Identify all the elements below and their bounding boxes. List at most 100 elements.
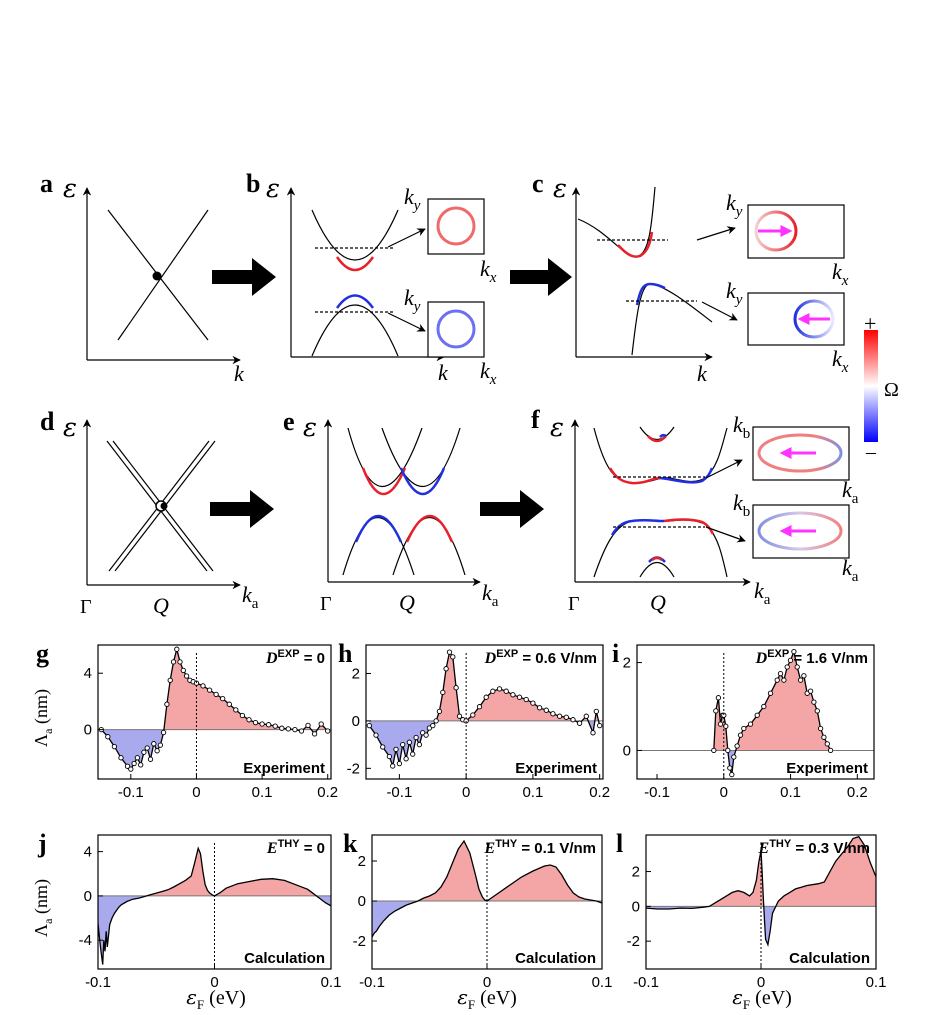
- chart-title: ETHY = 0.1 V/nm: [484, 838, 596, 857]
- data-point: [576, 720, 583, 726]
- energy-symbol: ε: [553, 174, 567, 204]
- y-tick-label: -2: [627, 933, 640, 950]
- data-point: [784, 664, 790, 670]
- conduction-band: [381, 427, 461, 488]
- data-point: [741, 725, 747, 732]
- data-point: [213, 691, 219, 698]
- data-point: [246, 717, 252, 723]
- data-point: [325, 728, 331, 734]
- data-point: [272, 723, 278, 729]
- data-point: [747, 721, 754, 727]
- x-tick-label: 0.1: [321, 974, 342, 991]
- ka-label: ka: [242, 582, 259, 612]
- data-point: [767, 690, 774, 696]
- panel-label-h: h: [338, 639, 353, 668]
- band: [639, 561, 675, 578]
- chart-tag: Calculation: [515, 950, 596, 967]
- q-label: Q: [399, 590, 415, 615]
- plot-area: [366, 649, 603, 779]
- data-point: [713, 708, 719, 714]
- positive-area: [98, 848, 331, 896]
- data-point: [774, 677, 780, 683]
- data-point: [503, 688, 509, 694]
- data-point: [530, 700, 536, 706]
- plot-frame: [97, 644, 332, 780]
- data-point: [410, 751, 416, 757]
- x-tick-label: 0.2: [589, 784, 610, 801]
- negative-area: [372, 901, 602, 937]
- x-tick-label: 0.1: [780, 784, 801, 801]
- gamma-label: Γ: [568, 593, 580, 615]
- panel-b: b ε k ky kx ky kx: [246, 169, 497, 388]
- valence-band-blue: [635, 282, 666, 306]
- panel-label-f: f: [531, 405, 540, 434]
- x-tick-label: 0.1: [592, 974, 613, 991]
- data-point: [366, 722, 372, 729]
- data-point: [590, 730, 596, 736]
- x-tick-label: 0: [720, 784, 728, 801]
- negative-area: [101, 729, 328, 770]
- k-axis-label: k: [697, 361, 708, 386]
- band-blue: [610, 518, 665, 536]
- data-point: [734, 743, 740, 749]
- panel-a: a ε k: [40, 169, 245, 386]
- ylabel-top: Λa (nm): [31, 689, 55, 747]
- big-arrow: [480, 490, 544, 528]
- data-point: [252, 719, 259, 726]
- energy-symbol: ε: [266, 174, 280, 204]
- ky-label: ky: [404, 285, 421, 315]
- data-point: [725, 747, 731, 754]
- data-point: [279, 725, 285, 731]
- dirac-point: [152, 271, 162, 281]
- data-point: [811, 699, 817, 705]
- data-point: [797, 677, 804, 683]
- data-point: [128, 766, 134, 772]
- chart-tag: Calculation: [244, 950, 325, 967]
- data-point: [233, 707, 239, 713]
- x-tick-label: 0.1: [252, 784, 273, 801]
- dirac-point: [160, 502, 168, 510]
- data-point: [393, 746, 399, 753]
- data-point: [141, 749, 147, 755]
- svg-text:Λa (nm): Λa (nm): [31, 879, 55, 937]
- data-point: [170, 659, 177, 665]
- gamma-label: Γ: [320, 593, 332, 615]
- valence-band-red: [405, 514, 454, 543]
- x-tick-label: 0: [483, 974, 491, 991]
- panel-label-c: c: [532, 169, 544, 198]
- conduction-band: [311, 209, 399, 261]
- valence-band: [311, 304, 399, 357]
- panel-label-g: g: [36, 639, 49, 668]
- data-point: [754, 712, 760, 718]
- chart-title: ETHY = 0.3 V/nm: [758, 838, 870, 857]
- data-point: [380, 744, 386, 750]
- data-point: [490, 688, 496, 694]
- pointer-arrow: [696, 226, 736, 241]
- panel-label-l: l: [616, 829, 623, 858]
- panel-d: d ε ka Γ Q: [40, 407, 259, 618]
- x-tick-label: -0.1: [118, 784, 144, 801]
- y-tick-label: 2: [623, 655, 631, 672]
- panel-label-e: e: [283, 407, 295, 436]
- kx-label: kx: [832, 346, 849, 376]
- data-point: [390, 763, 396, 769]
- data-point: [523, 696, 529, 703]
- data-point: [483, 694, 489, 700]
- band-blue: [659, 467, 714, 484]
- y-tick-label: 0: [84, 722, 92, 739]
- panel-label-d: d: [40, 407, 55, 436]
- conduction-band-red: [617, 231, 654, 258]
- data-point: [167, 677, 173, 683]
- data-point: [446, 649, 453, 655]
- data-point: [570, 717, 576, 723]
- data-point: [416, 741, 423, 748]
- plot-area: [372, 839, 602, 969]
- x-tick-label: -0.1: [85, 974, 111, 991]
- band-red: [647, 435, 667, 443]
- data-point: [259, 721, 265, 727]
- data-point: [817, 725, 824, 732]
- panel-f: f ε ka Γ Q kb ka: [531, 405, 859, 615]
- colorbar-minus: –: [865, 441, 877, 463]
- fermi-ring-red: [436, 206, 476, 246]
